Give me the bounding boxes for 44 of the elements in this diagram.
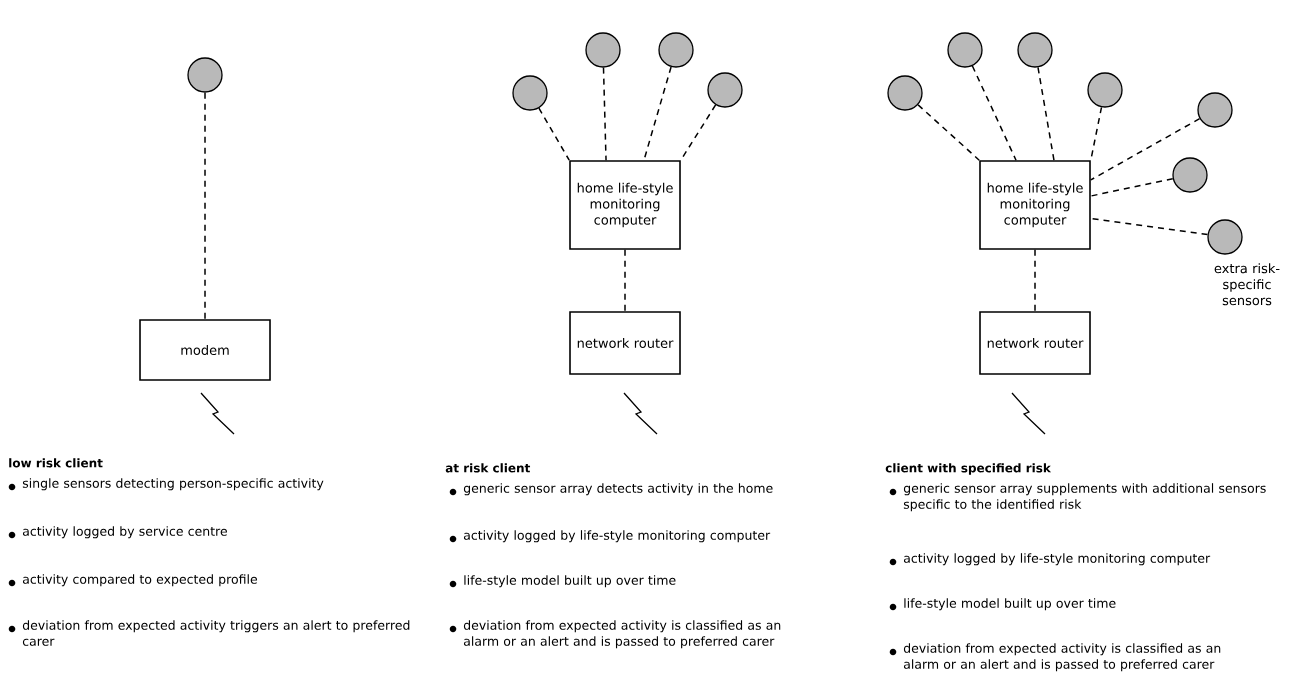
bullet-text: deviation from expected activity is classified as an alarm or an alert and is passed to preferred carer — [903, 643, 1221, 672]
section-heading: low risk client — [9, 458, 103, 468]
bullet-text: single sensors detecting person-specific activity — [22, 478, 324, 491]
device-box: home life-style monitoring computer — [979, 160, 1091, 250]
connector — [1090, 177, 1174, 197]
section-heading: client with specified risk — [885, 463, 1052, 475]
bullet-text: generic sensor array detects activity in the home — [463, 483, 773, 496]
device-box: network router — [979, 311, 1091, 375]
bullet-text: activity compared to expected profile — [22, 574, 257, 587]
sensor-circle — [1017, 32, 1053, 68]
sensor-circle — [1087, 72, 1123, 108]
sensor-circle — [512, 75, 548, 111]
connector — [602, 66, 607, 161]
bullet-text: activity logged by service centre — [22, 526, 227, 539]
sensor-circle — [947, 32, 983, 68]
sensor-circle — [187, 57, 223, 93]
connector — [1090, 217, 1209, 236]
bullet-text: activity logged by life-style monitoring computer — [463, 530, 771, 543]
sensor-circle — [585, 32, 621, 68]
connector — [1037, 66, 1055, 161]
connector — [538, 107, 570, 161]
bullet-text: deviation from expected activity is classified as an alarm or an alert and is passed to preferred carer — [463, 620, 781, 649]
bullet-text: deviation from expected activity triggers an alert to preferred carer — [22, 620, 410, 646]
sensor-circle — [1207, 219, 1243, 255]
connector — [624, 249, 626, 312]
device-box: home life-style monitoring computer — [569, 160, 681, 250]
connector — [1090, 117, 1201, 181]
device-box: network router — [569, 311, 681, 375]
bullet-text: life-style model built up over time — [464, 575, 676, 588]
bullet-text: generic sensor array supplements with additional sensors specific to the identified risk — [903, 483, 1266, 512]
sensor-circle — [658, 32, 694, 68]
sensor-circle — [707, 72, 743, 108]
sensor-circle — [1197, 92, 1233, 128]
connector — [971, 65, 1017, 161]
device-box: modem — [139, 319, 271, 381]
sensor-circle — [887, 75, 923, 111]
connector — [204, 91, 206, 320]
bullet-text: life-style model built up over time — [904, 598, 1116, 611]
sensor-caption: extra risk-specific sensors — [1214, 263, 1280, 306]
section-heading: at risk client — [445, 463, 531, 473]
connector — [917, 104, 980, 161]
connector — [1034, 249, 1036, 312]
sensor-circle — [1172, 157, 1208, 193]
bullet-text: activity logged by life-style monitoring computer — [903, 553, 1211, 566]
